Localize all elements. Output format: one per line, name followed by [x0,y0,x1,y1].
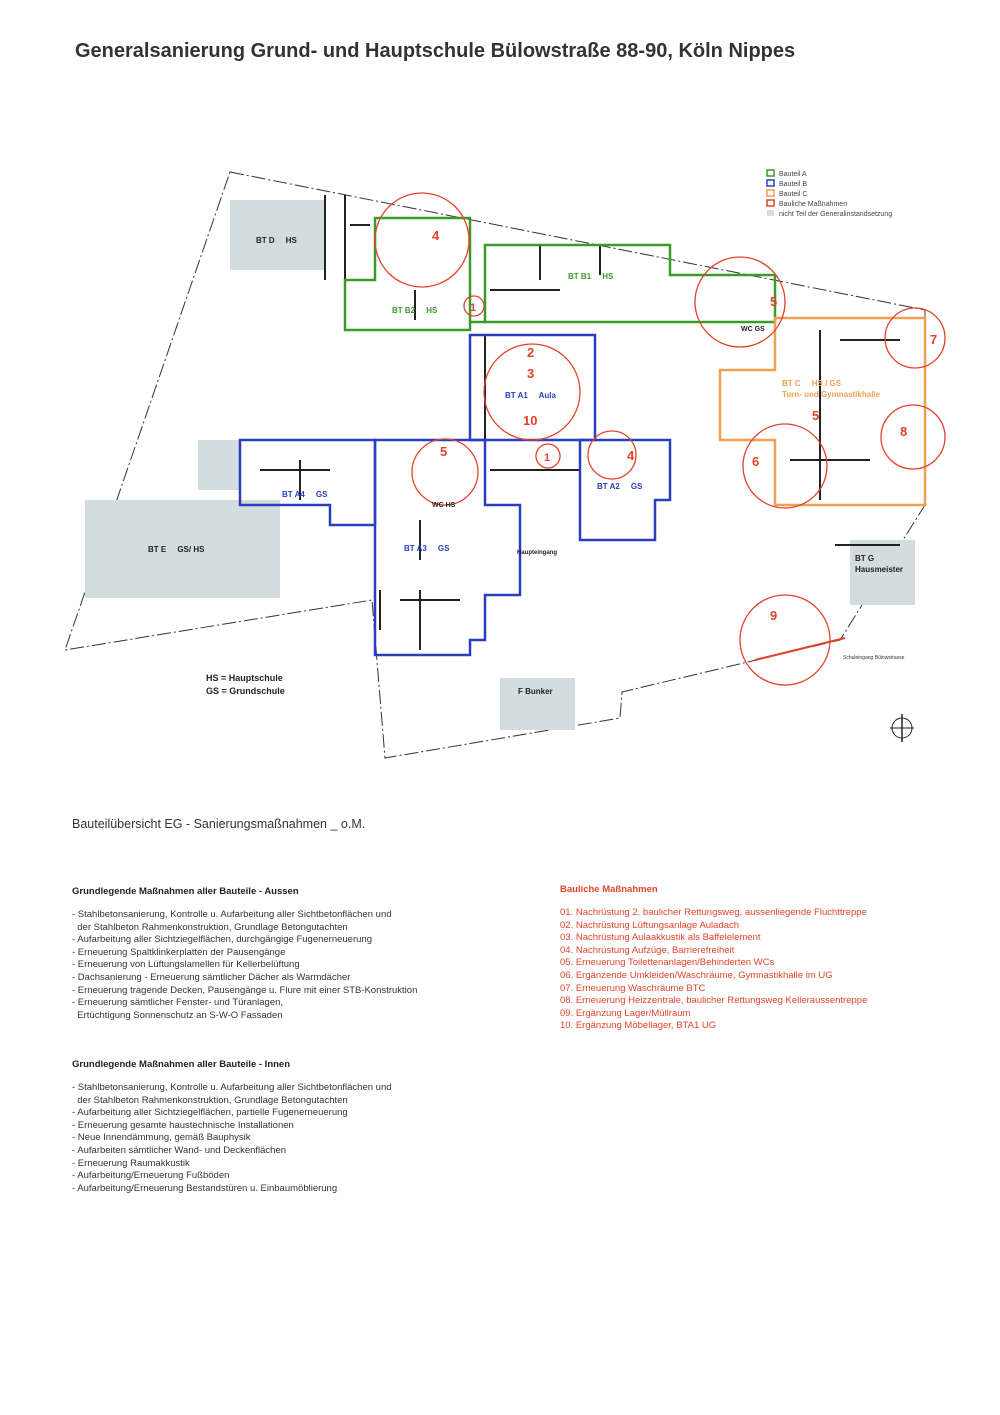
bauliche-heading: Bauliche Maßnahmen [560,884,658,895]
marker-1: 1 [470,302,476,314]
list-item: 02. Nachrüstung Lüftungsanlage Auladach [560,919,740,931]
label-bt-d: BT D HS [256,236,298,245]
list-item: - Dachsanierung - Erneuerung sämtlicher … [72,971,351,983]
list-item: - Erneuerung tragende Decken, Pausengäng… [72,984,418,996]
legend-label: Bauteil A [779,171,807,178]
marker-9: 9 [770,608,777,623]
measure-circles [374,192,946,686]
label-bt-e: BT E GS/ HS [148,545,205,554]
label-haupteingang: Haupteingang [517,550,557,556]
legend-label: Bauteil C [779,191,807,198]
marker-5: 5 [812,408,819,423]
list-item: - Stahlbetonsanierung, Kontrolle u. Aufa… [72,909,392,933]
aussen-heading: Grundlegende Maßnahmen aller Bauteile - … [72,886,299,897]
list-item: - Stahlbetonsanierung, Kontrolle u. Aufa… [72,1082,392,1106]
marker-10: 10 [523,413,537,428]
excluded-buildings [85,200,915,730]
list-item: - Aufarbeitung aller Sichtziegelflächen,… [72,934,372,946]
marker-4: 4 [627,448,635,463]
list-item: 01. Nachrüstung 2. baulicher Rettungsweg… [560,907,867,918]
plan-subtitle: Bauteilübersicht EG - Sanierungsmaßnahme… [72,817,366,831]
marker-4: 4 [432,228,440,243]
legend-swatch-c [766,189,775,197]
north-arrow-icon [890,714,914,742]
list-item: - Erneuerung sämtlicher Fenster- und Tür… [72,997,284,1021]
list-item: 10. Ergänzung Möbellager, BTA1 UG [560,1020,717,1032]
marker-8: 8 [900,424,907,439]
legend-swatch-excluded [767,210,774,216]
list-item: - Aufarbeitung/Erneuerung Fußböden [72,1170,230,1182]
label-bt-g-sub: Hausmeister [855,565,903,574]
marker-2: 2 [527,345,534,360]
legend-label: Bauliche Maßnahmen [779,201,847,208]
label-wc-gs: WC GS [741,326,765,333]
innen-heading: Grundlegende Maßnahmen aller Bauteile - … [72,1059,291,1070]
label-bunker: F Bunker [518,687,553,696]
label-schuleingang: Schuleingang Bülowstrasse [843,655,905,661]
legend-swatch-a [766,169,775,177]
list-item: 08. Erneuerung Heizzentrale, baulicher R… [560,995,868,1007]
building-bunker [500,678,575,730]
label-bt-b1: BT B1 HS [568,272,614,281]
page-title: Generalsanierung Grund- und Hauptschule … [75,40,796,62]
marker-5: 5 [440,444,447,459]
hs-definition: HS = Hauptschule [206,673,283,683]
list-item: 05. Erneuerung Toilettenanlagen/Behinder… [560,957,775,969]
list-item: 04. Nachrüstung Aufzüge, Barrierefreihei… [560,944,735,956]
label-bt-g: BT G [855,554,874,563]
marker-6: 6 [752,454,759,469]
building-bt-g [850,540,915,605]
building-annex [198,440,240,490]
gs-definition: GS = Grundschule [206,686,285,696]
bauteil-c-outline [718,316,927,507]
aussen-measures: Grundlegende Maßnahmen aller Bauteile - … [72,886,417,1022]
legend-label: nicht Teil der Generalinstandsetzung [779,211,892,218]
site-boundary [64,171,926,759]
list-item: 07. Erneuerung Waschräume BTC [560,982,706,994]
bauliche-massnahmen: Bauliche Maßnahmen 01. Nachrüstung 2. ba… [560,884,867,1033]
label-wc-hs: WC HS [432,502,456,509]
bauteil-a-outline [238,333,672,657]
marker-7: 7 [930,332,937,347]
marker-3: 3 [527,366,534,381]
label-bt-a4: BT A4 GS [282,490,328,499]
legend-swatch-massnahmen [766,199,775,207]
label-bt-a1: BT A1 Aula [505,391,557,400]
label-bt-c: BT C HS / GS [782,379,842,388]
list-item: 06. Ergänzende Umkleiden/Waschräume, Gym… [560,969,833,981]
legend-swatch-b [766,179,775,187]
list-item: - Neue Innendämmung, gemäß Bauphysik [72,1132,251,1144]
marker-5: 5 [770,294,777,309]
list-item: 09. Ergänzung Lager/Müllraum [560,1007,691,1019]
list-item: - Aufarbeitung/Erneuerung Bestandstüren … [72,1182,338,1194]
building-bt-e [85,500,280,598]
list-item: - Aufarbeiten sämtlicher Wand- und Decke… [72,1144,287,1156]
marker-1: 1 [544,452,550,464]
site-plan: 4 1 2 3 10 5 7 5 6 8 5 1 4 9 BT D HS BT … [64,169,946,759]
list-item: - Erneuerung von Lüftungslamellen für Ke… [72,959,300,971]
label-bt-c-sub: Turn- und Gymnastikhalle [782,390,881,399]
legend-label: Bauteil B [779,181,807,188]
list-item: 03. Nachrüstung Aulaakkustik als Baffele… [560,932,761,944]
innen-measures: Grundlegende Maßnahmen aller Bauteile - … [72,1059,392,1195]
label-bt-b2: BT B2 HS [392,306,438,315]
interior-walls [260,195,900,650]
bauteil-b-outline [343,216,777,332]
list-item: - Aufarbeitung aller Sichtziegelflächen,… [72,1107,348,1119]
label-bt-a3: BT A3 GS [404,544,450,553]
list-item: - Erneuerung Raumakkustik [72,1157,190,1169]
building-bt-d [230,200,325,270]
list-item: - Erneuerung gesamte haustechnische Inst… [72,1119,294,1131]
legend: Bauteil A Bauteil B Bauteil C Bauliche M… [766,169,892,218]
list-item: - Erneuerung Spaltklinkerplatten der Pau… [72,946,286,958]
label-bt-a2: BT A2 GS [597,482,643,491]
